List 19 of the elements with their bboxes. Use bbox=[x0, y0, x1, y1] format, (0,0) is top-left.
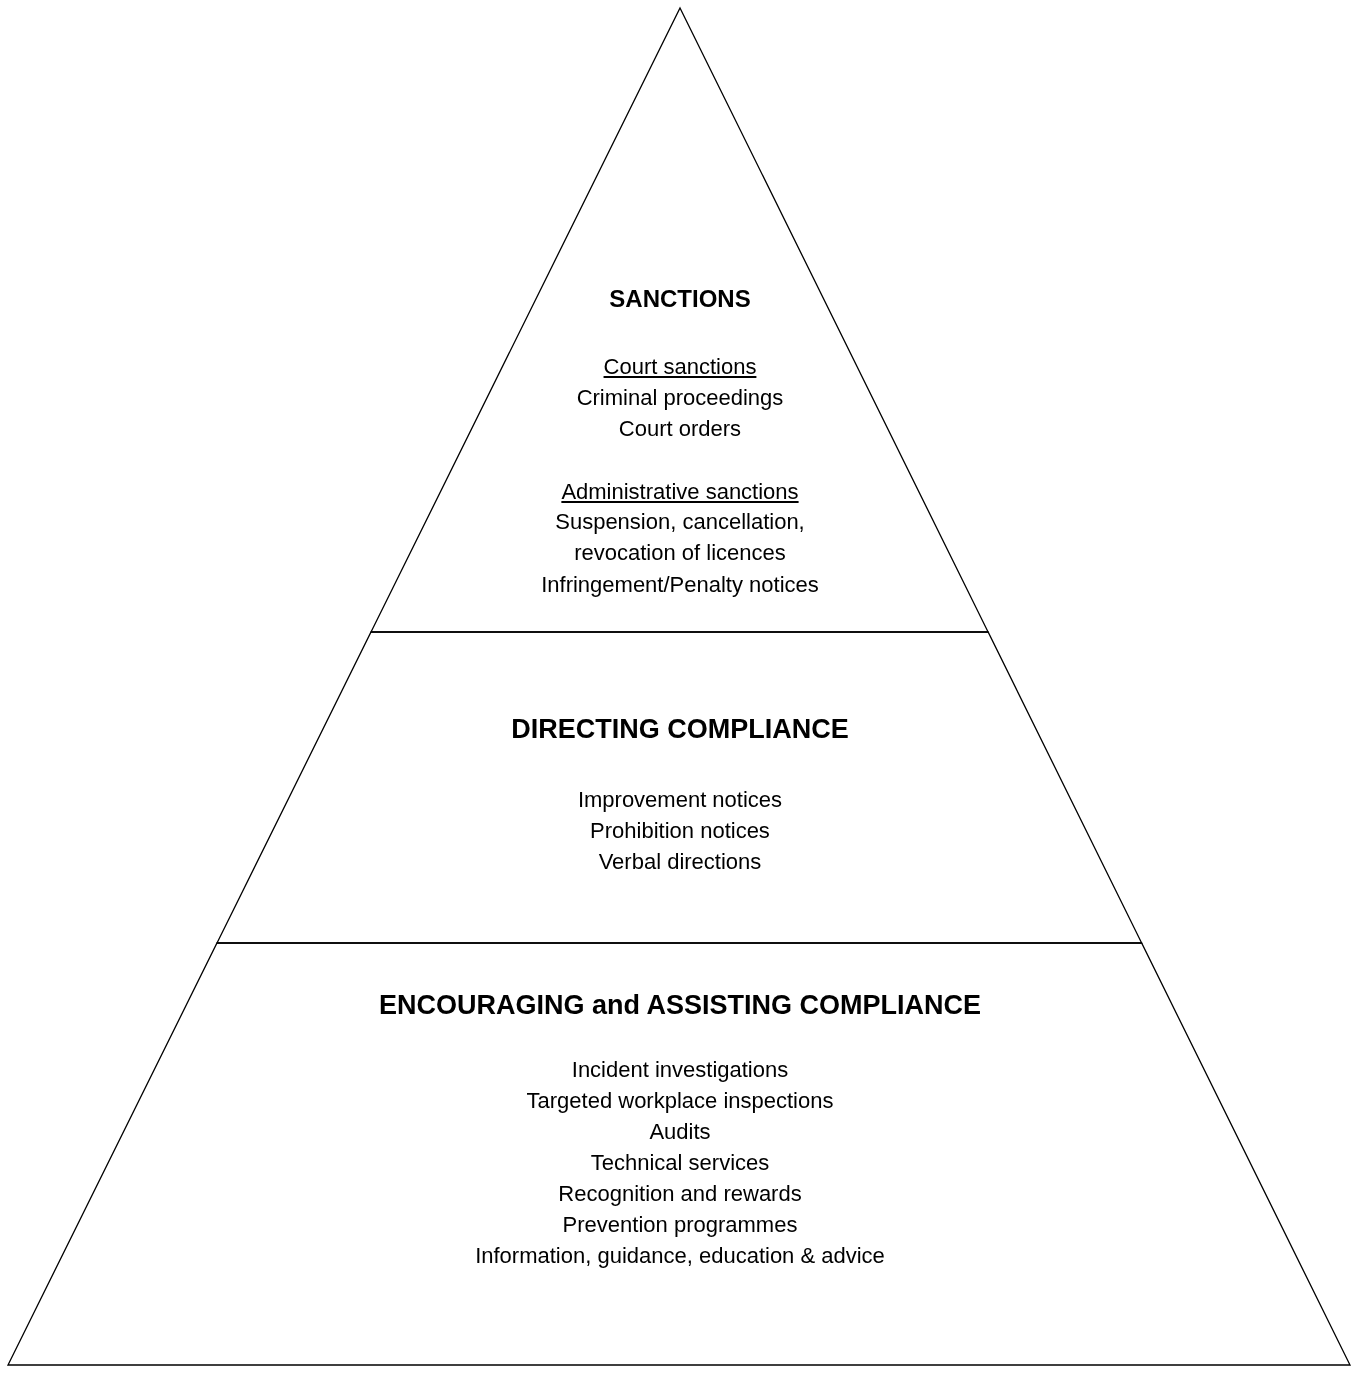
list-item: Prohibition notices bbox=[589, 816, 771, 845]
list-item: Improvement notices bbox=[576, 785, 784, 814]
list-item: Technical services bbox=[589, 1148, 771, 1177]
list-item: Prevention programmes bbox=[561, 1210, 799, 1239]
list-item: Infringement/Penalty notices bbox=[540, 570, 820, 599]
tier-heading: SANCTIONS bbox=[608, 283, 752, 314]
subheading: Administrative sanctions bbox=[560, 477, 800, 506]
list-item: Court orders bbox=[617, 414, 743, 443]
tier-heading: ENCOURAGING and ASSISTING COMPLIANCE bbox=[378, 989, 982, 1021]
list-item: Recognition and rewards bbox=[557, 1179, 803, 1208]
list-item: Criminal proceedings bbox=[575, 383, 785, 412]
subheading: Court sanctions bbox=[602, 352, 758, 381]
list-item: Verbal directions bbox=[597, 847, 763, 876]
tier-heading: DIRECTING COMPLIANCE bbox=[510, 713, 850, 745]
list-item: Audits bbox=[648, 1117, 712, 1146]
list-item: Targeted workplace inspections bbox=[525, 1086, 835, 1115]
list-item: Suspension, cancellation, revocation of licences bbox=[554, 508, 806, 567]
list-item: Incident investigations bbox=[570, 1055, 790, 1084]
list-item: Information, guidance, education & advice bbox=[474, 1241, 886, 1270]
